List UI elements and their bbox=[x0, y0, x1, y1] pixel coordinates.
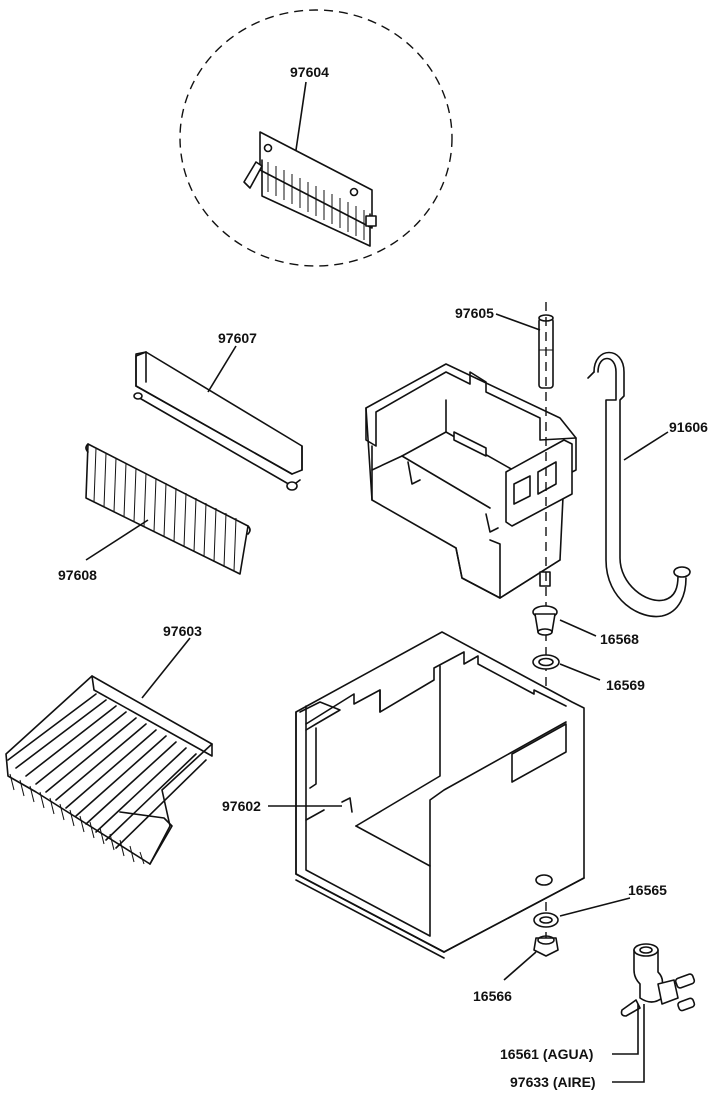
lower-housing bbox=[295, 631, 585, 959]
label-97633-aire: 97633 (AIRE) bbox=[510, 1074, 596, 1090]
label-97608: 97608 bbox=[58, 567, 97, 583]
label-97604: 97604 bbox=[290, 64, 329, 80]
label-16569: 16569 bbox=[606, 677, 645, 693]
label-16561-agua: 16561 (AGUA) bbox=[500, 1046, 593, 1062]
label-97607: 97607 bbox=[218, 330, 257, 346]
washer-16569 bbox=[532, 654, 560, 670]
label-91606: 91606 bbox=[669, 419, 708, 435]
guard-97607 bbox=[133, 351, 303, 491]
washer-16565 bbox=[533, 912, 559, 928]
grid-97603 bbox=[5, 675, 213, 865]
upper-tray bbox=[365, 363, 577, 599]
label-16565: 16565 bbox=[628, 882, 667, 898]
label-97603: 97603 bbox=[163, 623, 202, 639]
valve-assembly bbox=[620, 943, 696, 1017]
label-16566: 16566 bbox=[473, 988, 512, 1004]
nut-16566 bbox=[533, 935, 559, 957]
label-16568: 16568 bbox=[600, 631, 639, 647]
curtain-97608 bbox=[85, 443, 251, 575]
bushing-16568 bbox=[532, 605, 558, 636]
label-97602: 97602 bbox=[222, 798, 261, 814]
tube-91606 bbox=[587, 351, 691, 618]
detail-circle-97604 bbox=[179, 9, 453, 267]
label-97605: 97605 bbox=[455, 305, 494, 321]
